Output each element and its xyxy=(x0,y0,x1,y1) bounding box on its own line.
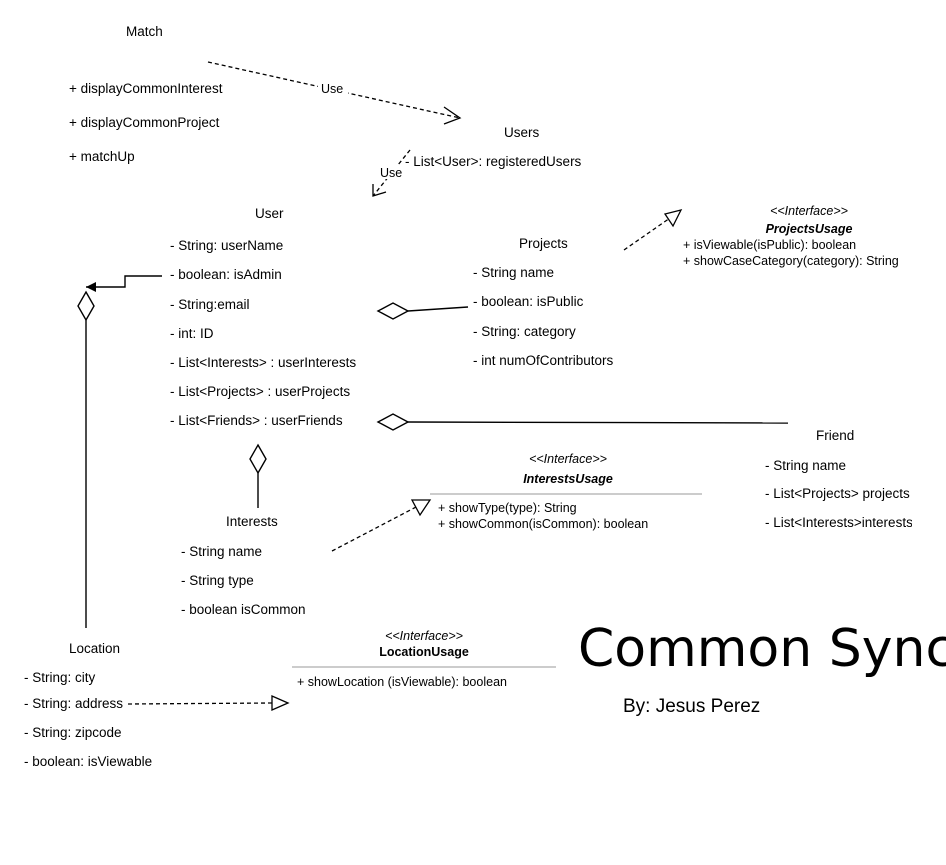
projects-realization-line xyxy=(623,217,671,251)
app-title: Common Sync xyxy=(578,619,946,679)
use-label-users-user: Use xyxy=(380,166,403,180)
use-label-bg-2 xyxy=(377,165,405,179)
projects-attribute: - String: category xyxy=(473,324,576,339)
location-usage-stereotype: <<Interface>> xyxy=(385,629,463,643)
location-realization-line xyxy=(127,702,273,705)
location-attribute: - String: address xyxy=(24,696,124,711)
projects-class-name: Projects xyxy=(519,236,568,251)
location-aggregation-diamond xyxy=(77,290,95,322)
projects-usage-method: + showCaseCategory(category): String xyxy=(683,254,899,268)
user-attribute: - List<Friends> : userFriends xyxy=(170,413,343,428)
location-class-name: Location xyxy=(69,641,121,656)
interests-class-name: Interests xyxy=(226,514,278,529)
match-method: + displayCommonProject xyxy=(69,115,220,130)
match-users-arrowhead xyxy=(443,106,462,125)
interests-usage-method: + showType(type): String xyxy=(438,501,577,515)
projects-usage-stereotype: <<Interface>> xyxy=(770,204,848,218)
interests-usage-stereotype: <<Interface>> xyxy=(529,452,607,466)
match-class-name: Match xyxy=(126,24,163,39)
user-class-name: User xyxy=(255,206,284,221)
projects-aggregation-line xyxy=(407,306,469,312)
user-attribute: - String: userName xyxy=(170,238,284,253)
user-attribute: - String:email xyxy=(170,297,250,312)
projects-attribute: - int numOfContributors xyxy=(473,353,614,368)
location-usage-name: LocationUsage xyxy=(379,645,469,659)
projects-realization-triangle xyxy=(663,209,683,228)
location-realization-triangle xyxy=(271,695,290,711)
location-attribute: - boolean: isViewable xyxy=(24,754,153,769)
interests-attribute: - String name xyxy=(181,544,263,559)
friend-class-name: Friend xyxy=(816,428,855,443)
interests-aggregation-diamond xyxy=(249,443,267,475)
use-label-bg-1 xyxy=(318,81,348,95)
interests-usage-method: + showCommon(isCommon): boolean xyxy=(438,517,649,531)
interests-realization-line xyxy=(331,505,419,552)
user-location-connector xyxy=(86,275,162,288)
interests-attribute: - boolean isCommon xyxy=(181,602,306,617)
friend-attribute: - List<Interests>interests xyxy=(765,515,912,530)
use-label-match-users: Use xyxy=(321,82,344,96)
friend-aggregation-line xyxy=(407,421,789,424)
projects-usage-name: ProjectsUsage xyxy=(765,222,853,236)
match-method: + displayCommonInterest xyxy=(69,81,223,96)
user-attribute: - List<Projects> : userProjects xyxy=(170,384,351,399)
friend-attribute: - String name xyxy=(765,458,847,473)
location-attribute: - String: zipcode xyxy=(24,725,122,740)
author-credit: By: Jesus Perez xyxy=(623,696,761,717)
projects-attribute: - String name xyxy=(473,265,555,280)
interests-attribute: - String type xyxy=(181,573,254,588)
friend-attribute: - List<Projects> projects xyxy=(765,486,910,501)
interests-usage-name: InterestsUsage xyxy=(523,472,613,486)
friend-aggregation-diamond xyxy=(376,413,410,431)
projects-usage-method: + isViewable(isPublic): boolean xyxy=(683,238,857,252)
projects-aggregation-diamond xyxy=(376,302,410,320)
location-usage-method: + showLocation (isViewable): boolean xyxy=(297,675,507,689)
user-attribute: - List<Interests> : userInterests xyxy=(170,355,357,370)
match-method: + matchUp xyxy=(69,149,135,164)
user-attribute: - int: ID xyxy=(170,326,214,341)
user-attribute: - boolean: isAdmin xyxy=(170,267,282,282)
users-user-arrowhead xyxy=(372,184,387,197)
users-attribute: - List<User>: registeredUsers xyxy=(405,154,582,169)
projects-attribute: - boolean: isPublic xyxy=(473,294,584,309)
location-attribute: - String: city xyxy=(24,670,96,685)
users-class-name: Users xyxy=(504,125,540,140)
user-location-arrowhead xyxy=(86,282,96,292)
interests-realization-triangle xyxy=(410,499,432,517)
